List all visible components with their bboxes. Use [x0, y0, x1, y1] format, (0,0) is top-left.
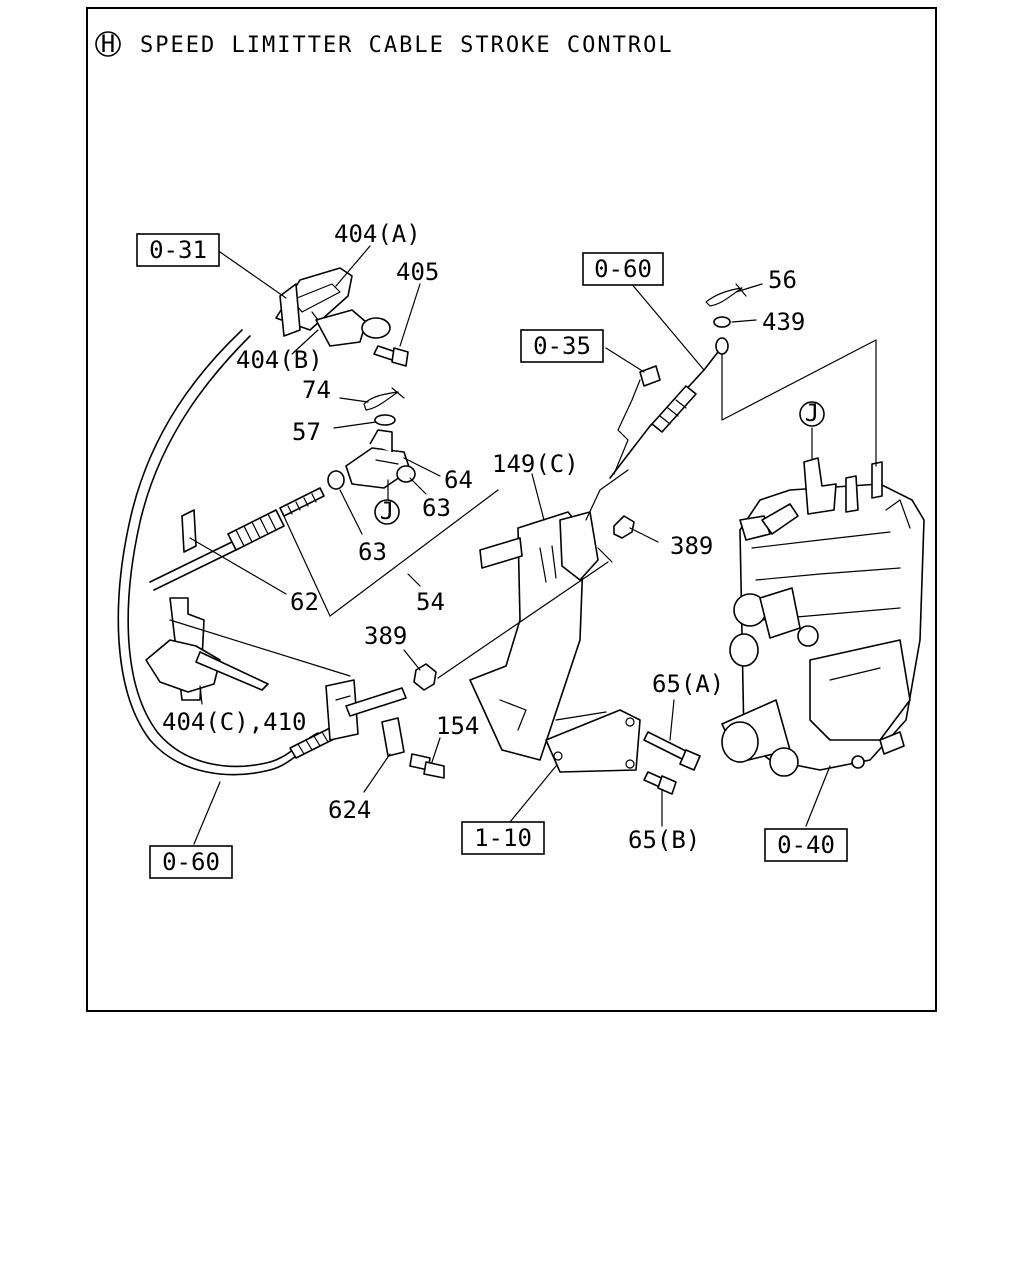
- callout-64: 64: [444, 466, 473, 494]
- callout-65b: 65(B): [628, 826, 700, 854]
- callout-149c: 149(C): [492, 450, 579, 478]
- ref-box-0-31: 0-31: [136, 233, 220, 267]
- fitting-154: [409, 753, 445, 779]
- callout-63-right: 63: [422, 494, 451, 522]
- svg-text:0-31: 0-31: [149, 236, 207, 264]
- svg-text:0-60: 0-60: [594, 255, 652, 283]
- callout-404c-410: 404(C),410: [162, 708, 307, 736]
- bracket-149c: [469, 511, 599, 761]
- bolt-65a: [643, 731, 701, 771]
- callout-624: 624: [328, 796, 371, 824]
- ref-box-0-60-top: 0-60: [582, 252, 664, 286]
- cable-clamp-assembly: [275, 267, 391, 347]
- clip-404c: [145, 597, 351, 701]
- pin-74: [363, 387, 405, 411]
- svg-text:J: J: [805, 399, 819, 427]
- callout-74: 74: [302, 376, 331, 404]
- mount-bracket: [545, 709, 641, 773]
- svg-text:0-60: 0-60: [162, 848, 220, 876]
- pin-56: [705, 283, 747, 307]
- diagram-title: SPEED LIMITTER CABLE STROKE CONTROL: [140, 33, 674, 58]
- section-letter: H: [101, 30, 115, 58]
- nut-63-b: [327, 470, 345, 490]
- marker-j-pump: J: [799, 399, 825, 427]
- callout-404a: 404(A): [334, 220, 421, 248]
- bolt-405: [373, 345, 409, 367]
- marker-j-bottom: J: [374, 497, 400, 525]
- callout-57: 57: [292, 418, 321, 446]
- ref-box-0-40: 0-40: [764, 828, 848, 862]
- cable-end-54: [149, 487, 325, 591]
- washer-57: [374, 414, 396, 426]
- plate-624: [381, 717, 405, 757]
- callout-404b: 404(B): [236, 346, 323, 374]
- callout-389-upper: 389: [670, 532, 713, 560]
- ref-box-0-35: 0-35: [520, 329, 604, 363]
- svg-text:J: J: [380, 497, 394, 525]
- bolt-65b: [643, 771, 677, 795]
- svg-text:1-10: 1-10: [474, 824, 532, 852]
- injection-pump: [721, 457, 925, 777]
- nut-389-lower: [413, 663, 437, 691]
- threaded-rod: [345, 687, 407, 717]
- throttle-cable: [585, 337, 729, 521]
- diagram-frame: [86, 7, 937, 1012]
- ref-box-1-10: 1-10: [461, 821, 545, 855]
- washer-439: [713, 316, 731, 328]
- callout-56: 56: [768, 266, 797, 294]
- clamp-block: [325, 679, 359, 741]
- callout-54: 54: [416, 588, 445, 616]
- nut-389-upper: [613, 515, 635, 539]
- callout-62: 62: [290, 588, 319, 616]
- ref-box-0-60-bottom: 0-60: [149, 845, 233, 879]
- svg-text:0-40: 0-40: [777, 831, 835, 859]
- callout-63-left: 63: [358, 538, 387, 566]
- callout-154: 154: [436, 712, 479, 740]
- callout-389-lower: 389: [364, 622, 407, 650]
- section-marker: H: [95, 30, 121, 58]
- callout-65a: 65(A): [652, 670, 724, 698]
- callout-405: 405: [396, 258, 439, 286]
- svg-text:0-35: 0-35: [533, 332, 591, 360]
- callout-439: 439: [762, 308, 805, 336]
- tab-62: [181, 509, 197, 553]
- leader-lines: [189, 245, 877, 845]
- link-rod: [437, 561, 609, 679]
